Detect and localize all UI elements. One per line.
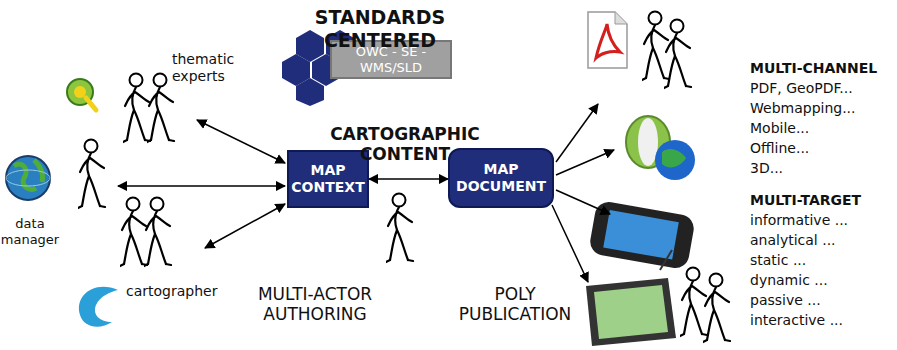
swirl-icon <box>79 287 118 327</box>
connector-arrow <box>369 178 448 180</box>
document-box: MAP DOCUMENT <box>448 148 554 208</box>
person-figure <box>120 198 147 267</box>
list-item: passive ... <box>750 292 895 309</box>
context-box: MAP CONTEXT <box>287 150 369 208</box>
list-item: analytical ... <box>750 232 895 249</box>
person-figure <box>144 198 171 267</box>
section-heading: POLY PUBLICATION <box>450 284 580 325</box>
list-item: informative ... <box>750 212 895 229</box>
person-figure <box>664 20 691 89</box>
publication-arrow <box>552 104 614 282</box>
person-figure <box>703 274 730 343</box>
qgis-icon <box>67 79 96 110</box>
pdf-icon <box>588 12 627 68</box>
person-figure <box>680 268 707 337</box>
phone-icon <box>588 200 696 271</box>
list-item: static ... <box>750 252 895 269</box>
web-globe-icon <box>626 116 695 180</box>
person-figure <box>123 74 150 143</box>
list-heading: MULTI-TARGET <box>750 192 890 209</box>
list-heading: MULTI-CHANNEL <box>750 60 890 77</box>
section-heading: CARTOGRAPHIC CONTENT <box>290 124 520 165</box>
globe-icon <box>6 156 50 200</box>
list-item: interactive ... <box>750 312 895 329</box>
list-item: dynamic ... <box>750 272 895 289</box>
actor-label: thematic experts <box>172 51 268 85</box>
section-heading: MULTI-ACTOR AUTHORING <box>250 284 380 325</box>
actor-arrow <box>118 120 285 248</box>
list-item: Webmapping... <box>750 100 895 117</box>
person-figure <box>78 140 105 209</box>
person-figure <box>386 194 413 263</box>
actor-label: data manager <box>0 216 60 247</box>
person-figure <box>147 74 174 143</box>
list-item: 3D... <box>750 160 895 177</box>
actor-label: cartographer <box>126 283 236 300</box>
tablet-icon <box>586 250 676 346</box>
box-text: MAP DOCUMENT <box>455 161 547 195</box>
box-text: MAP CONTEXT <box>291 162 364 196</box>
list-item: Offline... <box>750 140 895 157</box>
section-heading: STANDARDS CENTERED <box>290 6 470 52</box>
person-figure <box>642 12 669 81</box>
list-item: PDF, GeoPDF... <box>750 80 895 97</box>
list-item: Mobile... <box>750 120 895 137</box>
